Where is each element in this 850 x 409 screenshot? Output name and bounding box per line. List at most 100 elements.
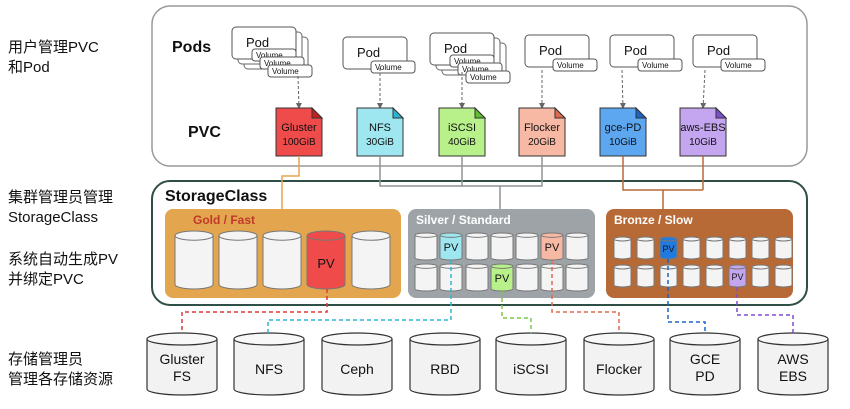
pvc-doc <box>679 107 727 157</box>
bronze-disk <box>682 236 701 260</box>
volume-box <box>370 60 416 74</box>
volume-label: Volume <box>462 65 489 74</box>
storageclass-title: StorageClass <box>165 188 267 205</box>
pvc-name: gce-PD <box>605 122 642 134</box>
backend-rbd: RBD <box>409 332 481 396</box>
bronze-disk <box>705 264 724 288</box>
gold-disk <box>218 230 258 290</box>
pvc-size: 100GiB <box>282 137 316 148</box>
class-name: Gold / Fast <box>193 213 255 227</box>
backend-flocker: Flocker <box>583 332 655 396</box>
link-pv-iscsi <box>501 291 532 333</box>
class-name: Silver / Standard <box>416 213 511 227</box>
pods-title: Pods <box>172 39 211 56</box>
volume-label: Volume <box>256 51 283 60</box>
bronze-disk <box>751 236 770 260</box>
volume-box <box>267 64 313 78</box>
silver-disk <box>465 263 489 292</box>
pvc-flocker: Flocker 20GiB <box>518 106 567 157</box>
cluster-admin-label: 集群管理员管理 StorageClass <box>8 189 114 226</box>
bronze-disk <box>705 236 724 260</box>
volume-box <box>552 58 598 72</box>
volume-box <box>720 58 766 72</box>
pv-label: PV <box>317 256 335 271</box>
gold-disk <box>351 230 391 290</box>
volume-label: Volume <box>272 67 299 76</box>
pvc-nfs: NFS 30GiB <box>356 106 405 157</box>
pod-pvc-link <box>295 75 302 109</box>
silver-disk <box>465 232 489 261</box>
pvc-doc <box>518 107 566 157</box>
pvc-size: 20GiB <box>528 137 556 148</box>
pvc-doc <box>356 107 404 157</box>
pv-label: PV <box>444 242 459 254</box>
bronze-disk <box>682 264 701 288</box>
pod-label: Pod <box>707 43 730 58</box>
pod-pvc-link <box>700 69 707 109</box>
backend-name: RBD <box>430 361 460 377</box>
volume-label: Volume <box>454 57 481 66</box>
pv-aws: PV <box>728 264 747 288</box>
backend-name: GCE <box>690 351 720 367</box>
silver-disk <box>414 232 438 261</box>
pvc-fold <box>715 106 728 119</box>
backend-name: Ceph <box>340 361 373 377</box>
bronze-disk <box>636 236 655 260</box>
link-pv-gce <box>667 259 706 333</box>
pvc-name: NFS <box>369 122 391 134</box>
link-gold <box>281 156 300 209</box>
pod-label: Pod <box>246 35 269 50</box>
pvc-fold <box>635 106 648 119</box>
backend-name: iSCSI <box>513 361 549 377</box>
pvc-size: 10GiB <box>689 137 717 148</box>
silver-disk <box>414 263 438 292</box>
bronze-disk <box>774 236 793 260</box>
pvc-size: 40GiB <box>448 137 476 148</box>
backend-iscsi: iSCSI <box>495 332 567 396</box>
volume-label: Volume <box>725 61 752 70</box>
volume-label: Volume <box>642 61 669 70</box>
link-pv-nfs <box>267 260 452 333</box>
pv-iscsi: PV <box>490 263 514 292</box>
backend-name-2: PD <box>695 368 714 384</box>
pvc-name: Gluster <box>281 122 317 134</box>
volume-label: Volume <box>470 73 497 82</box>
pvc-doc <box>275 107 323 157</box>
pvc-size: 30GiB <box>366 137 394 148</box>
silver-disk <box>515 263 539 292</box>
pvc-name: Flocker <box>524 122 560 134</box>
class-name: Bronze / Slow <box>614 213 693 227</box>
link-pv-flocker <box>551 260 620 333</box>
pvc-fold <box>474 106 487 119</box>
pvc-fold <box>311 106 324 119</box>
pvc-size: 10GiB <box>609 137 637 148</box>
bronze-disk <box>751 264 770 288</box>
storage-admin-label: 存储管理员 管理各存储资源 <box>8 351 114 388</box>
backend-name-2: FS <box>173 368 191 384</box>
pod-label: Pod <box>444 41 467 56</box>
backend-name: NFS <box>255 361 283 377</box>
pv-label: PV <box>545 242 560 254</box>
pv-nfs: PV <box>439 232 463 261</box>
backend-nfs: NFS <box>233 332 305 396</box>
volume-label: Volume <box>264 59 291 68</box>
pvc-title: PVC <box>188 124 221 141</box>
volume-label: Volume <box>375 63 402 72</box>
pvc-doc <box>599 107 647 157</box>
volume-box <box>637 58 683 72</box>
volume-box <box>465 70 511 84</box>
link-silver <box>379 156 543 209</box>
pvc-doc <box>438 107 486 157</box>
backend-name-2: EBS <box>779 368 807 384</box>
volume-label: Volume <box>557 61 584 70</box>
pvc-gluster: Gluster 100GiB <box>275 106 324 157</box>
bronze-disk <box>613 264 632 288</box>
